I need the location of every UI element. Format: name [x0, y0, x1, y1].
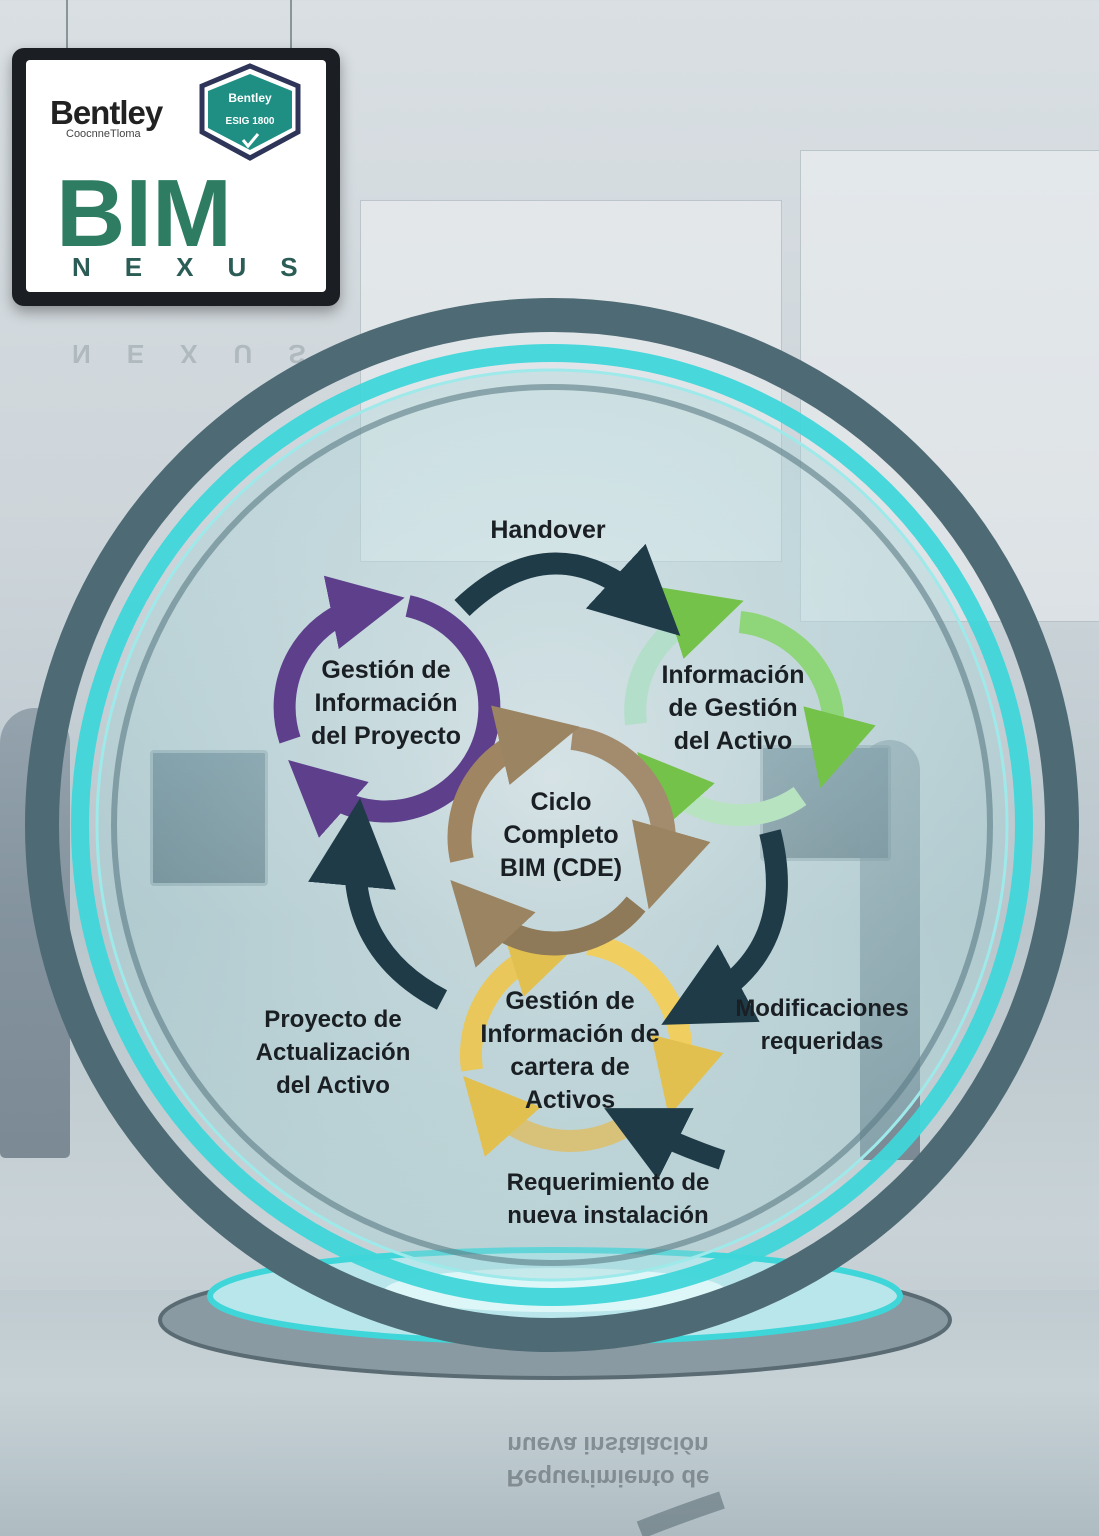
update-arrow — [308, 798, 448, 1010]
badge-code-text: ESIG 1800 — [226, 116, 275, 127]
project-cycle-arc — [273, 575, 405, 744]
new-facility-line: Requerimiento de — [506, 1169, 710, 1196]
asset-cycle-arc — [637, 751, 807, 833]
reflection-line: Requerimiento de — [506, 1464, 710, 1491]
sign-wire — [290, 0, 292, 48]
center-cycle-arc — [447, 705, 580, 863]
portfolio-node-label: Gestión de Información de cartera de Act… — [480, 985, 659, 1117]
portfolio-node-line: Gestión de — [505, 987, 635, 1015]
new-facility-line: nueva instalación — [507, 1202, 709, 1229]
center-node-label: Ciclo Completo BIM (CDE) — [500, 786, 622, 885]
update-line: Actualización — [255, 1039, 411, 1066]
update-line: Proyecto de — [264, 1006, 402, 1033]
asset-node-label: Información de Gestión del Activo — [661, 659, 804, 758]
badge-brand-text: Bentley — [228, 91, 272, 105]
portfolio-node-line: Información de — [480, 1020, 660, 1048]
bim-logo-text: BIM — [56, 160, 232, 267]
asset-node-line: de Gestión — [668, 694, 798, 722]
modifications-label: Modificaciones requeridas — [735, 992, 908, 1058]
new-facility-arrow — [604, 1108, 726, 1180]
new-facility-label: Requerimiento de nueva instalación — [507, 1166, 710, 1232]
glow-ring — [71, 344, 1033, 1306]
nexus-logo-text: NEXUS — [72, 252, 332, 282]
logo-graphics: Bentley ESIG 1800 BIM NEXUS — [56, 63, 332, 282]
bentley-logo-text: Bentley — [50, 94, 163, 131]
center-node-line: Ciclo — [530, 788, 592, 816]
asset-cycle-arc — [624, 587, 744, 726]
sign-wire — [66, 0, 68, 48]
portfolio-node-line: Activos — [524, 1086, 616, 1114]
handover-label: Handover — [490, 516, 606, 544]
modifications-line: requeridas — [760, 1028, 884, 1055]
center-cycle-arc — [570, 726, 711, 910]
asset-node-line: Información — [661, 661, 805, 689]
modifications-arrow — [661, 829, 788, 1025]
portfolio-node-line: cartera de — [510, 1053, 630, 1081]
project-node-line: del Proyecto — [310, 722, 462, 750]
center-node-line: Completo — [503, 821, 619, 849]
project-node-line: Información — [314, 689, 458, 717]
bentley-logo-subtext: CoocnneTloma — [66, 128, 141, 140]
project-node-label: Gestión de Información del Proyecto — [311, 654, 461, 753]
reflection-line: nueva instalación — [507, 1431, 709, 1458]
new-facility-reflection: Requerimiento de nueva instalación — [507, 1428, 710, 1494]
update-label: Proyecto de Actualización del Activo — [256, 1003, 411, 1102]
outer-ring — [25, 298, 1079, 1352]
modifications-line: Modificaciones — [735, 995, 909, 1022]
arrow-reflection — [636, 1491, 725, 1536]
center-cycle-arc — [450, 880, 646, 968]
asset-node-line: del Activo — [673, 727, 793, 755]
project-node-line: Gestión de — [321, 656, 451, 684]
center-node-line: BIM (CDE) — [499, 854, 623, 882]
handover-arrow — [454, 543, 681, 636]
update-line: del Activo — [276, 1072, 390, 1099]
asset-cycle-arc — [738, 611, 876, 789]
